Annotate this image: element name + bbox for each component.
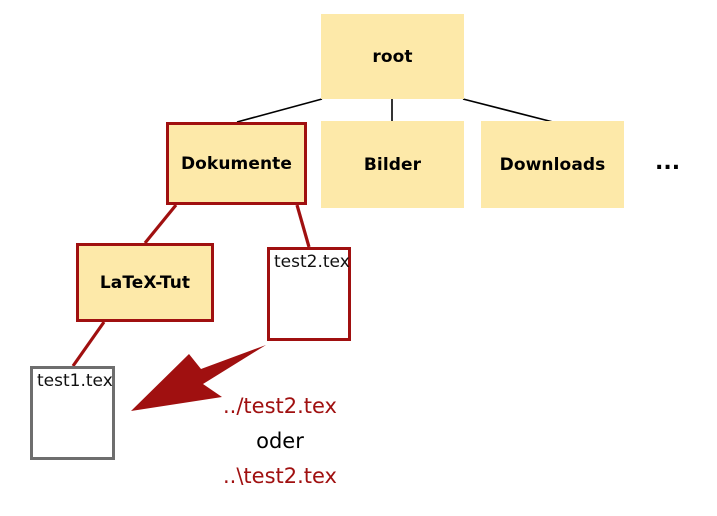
node-root[interactable]: root — [321, 14, 464, 99]
node-downloads-label: Downloads — [499, 154, 606, 175]
node-downloads[interactable]: Downloads — [481, 121, 624, 208]
edge-dokumente-test2 — [295, 204, 311, 248]
node-bilder-label: Bilder — [363, 154, 422, 175]
node-bilder[interactable]: Bilder — [321, 121, 464, 208]
node-latextut[interactable]: LaTeX-Tut — [76, 243, 214, 322]
edge-root-downloads — [462, 98, 554, 123]
ellipsis-more-items: ... — [655, 150, 681, 175]
caption-relative-path-windows: ..\test2.tex — [222, 464, 337, 488]
node-test1-tex-label: test1.tex — [37, 371, 113, 391]
caption-relative-path-unix: ../test2.tex — [222, 394, 337, 418]
edge-latextut-test1 — [71, 321, 106, 367]
node-dokumente-label: Dokumente — [180, 153, 293, 174]
node-test2-tex[interactable]: test2.tex — [267, 247, 351, 341]
edge-dokumente-latextut — [143, 203, 178, 245]
caption-conjunction-oder: oder — [256, 429, 304, 453]
edge-root-dokumente — [236, 98, 323, 123]
node-test2-tex-label: test2.tex — [274, 252, 350, 272]
node-latextut-label: LaTeX-Tut — [99, 272, 191, 293]
node-test1-tex[interactable]: test1.tex — [30, 366, 115, 460]
node-dokumente[interactable]: Dokumente — [166, 122, 307, 205]
node-root-label: root — [372, 46, 413, 67]
